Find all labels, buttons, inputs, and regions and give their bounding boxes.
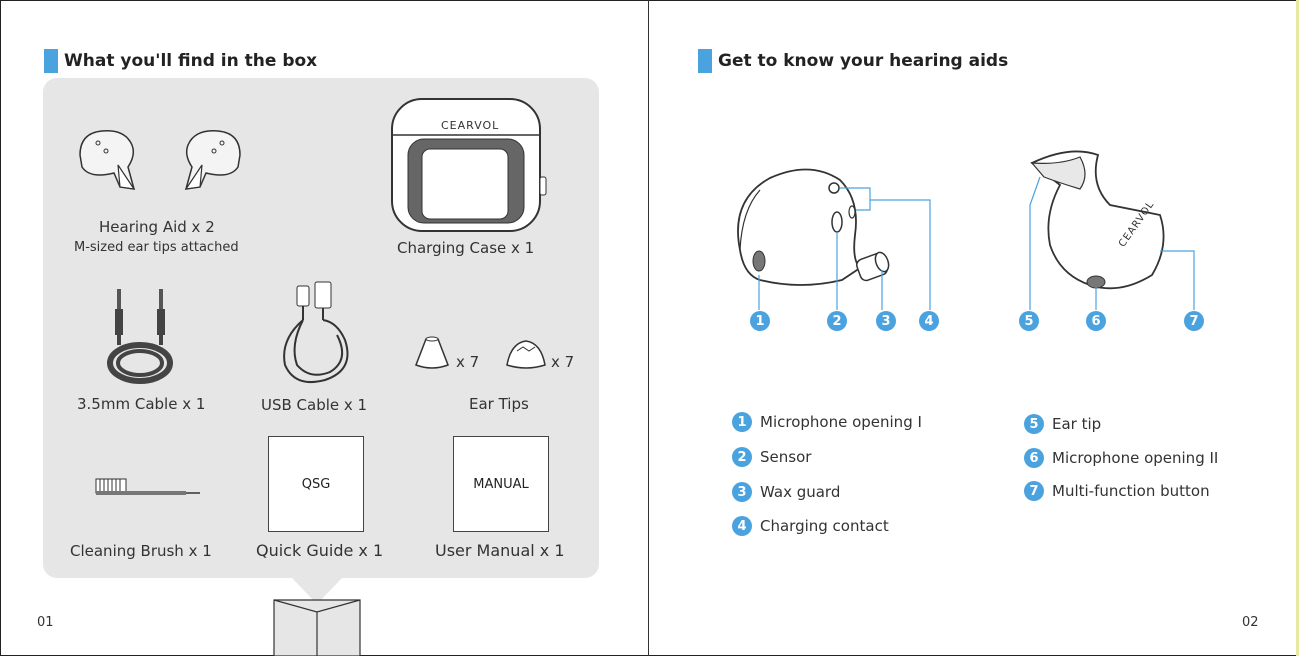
user-manual-label: User Manual x 1	[435, 541, 565, 560]
legend-badge: 1	[732, 412, 752, 432]
hearing-aids-illustration	[79, 130, 241, 190]
diagram-badge-2: 2	[827, 311, 847, 331]
legend-label: Sensor	[760, 448, 812, 466]
case-brand-logo: CEARVOL	[441, 119, 500, 132]
legend-badge: 4	[732, 516, 752, 536]
legend-label: Microphone opening I	[760, 413, 922, 431]
diagram-badge-3: 3	[876, 311, 896, 331]
legend-item-1: 1 Microphone opening I	[732, 412, 922, 432]
box-contents-header: What you'll find in the box	[44, 49, 317, 73]
diagram-badge-6: 6	[1086, 311, 1106, 331]
diagram-badge-7: 7	[1184, 311, 1204, 331]
hearing-aid-parts-title: Get to know your hearing aids	[718, 51, 1009, 71]
manual-booklet: MANUAL	[453, 436, 549, 532]
diagram-badge-1: 1	[750, 311, 770, 331]
page-divider	[648, 0, 649, 656]
legend-badge: 5	[1024, 414, 1044, 434]
legend-badge: 7	[1024, 481, 1044, 501]
ear-tips-label: Ear Tips	[469, 395, 529, 413]
legend-badge: 2	[732, 447, 752, 467]
charging-case-illustration	[391, 98, 547, 232]
legend-item-6: 6 Microphone opening II	[1024, 448, 1218, 468]
legend-badge: 3	[732, 482, 752, 502]
legend-label: Microphone opening II	[1052, 449, 1219, 467]
page-number-left: 01	[37, 615, 54, 630]
legend-item-7: 7 Multi-function button	[1024, 481, 1210, 501]
qsg-booklet-text: QSG	[301, 476, 331, 492]
box-icon	[273, 578, 361, 656]
box-contents-title: What you'll find in the box	[64, 51, 318, 71]
diagram-badge-5: 5	[1019, 311, 1039, 331]
quick-guide-label: Quick Guide x 1	[256, 541, 384, 560]
charging-case-label: Charging Case x 1	[397, 239, 535, 257]
legend-item-2: 2 Sensor	[732, 447, 811, 467]
manual-booklet-text: MANUAL	[473, 476, 529, 492]
legend-item-3: 3 Wax guard	[732, 482, 840, 502]
audio-cable-illustration	[107, 289, 173, 384]
audio-cable-label: 3.5mm Cable x 1	[77, 395, 206, 413]
usb-cable-illustration	[283, 281, 349, 384]
usb-cable-label: USB Cable x 1	[261, 396, 368, 414]
header-accent-bar	[44, 49, 58, 73]
legend-badge: 6	[1024, 448, 1044, 468]
legend-label: Multi-function button	[1052, 482, 1210, 500]
hearing-aid-back-illustration	[1029, 150, 1195, 310]
ear-tip-large-icon	[506, 340, 546, 369]
ear-tip-qty-1: x 7	[456, 353, 480, 371]
header-accent-bar	[698, 49, 712, 73]
hearing-aid-front-illustration	[737, 168, 931, 310]
legend-label: Wax guard	[760, 483, 841, 501]
ear-tip-small-icon	[415, 336, 449, 369]
legend-label: Charging contact	[760, 517, 889, 535]
qsg-booklet: QSG	[268, 436, 364, 532]
legend-item-5: 5 Ear tip	[1024, 414, 1101, 434]
ear-tip-qty-2: x 7	[551, 353, 575, 371]
page-number-right: 02	[1242, 615, 1259, 630]
cleaning-brush-label: Cleaning Brush x 1	[70, 542, 212, 560]
hearing-aid-parts-header: Get to know your hearing aids	[698, 49, 1008, 73]
hearing-aid-label: Hearing Aid x 2	[99, 218, 215, 236]
page-edge	[1296, 0, 1299, 656]
diagram-badge-4: 4	[919, 311, 939, 331]
hearing-aid-note: M-sized ear tips attached	[74, 240, 239, 255]
cleaning-brush-illustration	[95, 478, 200, 495]
legend-label: Ear tip	[1052, 415, 1102, 433]
legend-item-4: 4 Charging contact	[732, 516, 889, 536]
